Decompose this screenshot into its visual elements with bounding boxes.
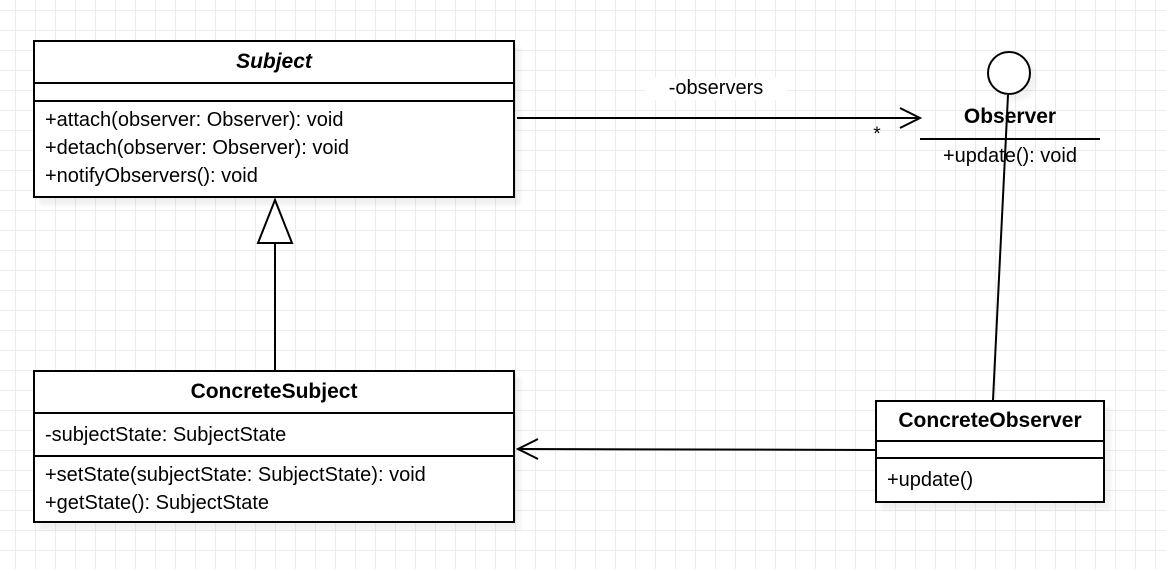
association-concrete-edge[interactable] (515, 438, 876, 460)
interface-method-update: +update(): void (943, 145, 1077, 167)
class-concrete-observer-title: ConcreteObserver (877, 402, 1103, 442)
method-update-impl: +update() (887, 469, 974, 491)
class-concrete-subject-title: ConcreteSubject (35, 372, 513, 414)
class-subject-methods: +attach(observer: Observer): void +detac… (35, 102, 513, 190)
open-arrowhead-right-icon (899, 107, 923, 129)
interface-underline (920, 138, 1100, 140)
realization-edge[interactable] (992, 94, 1009, 401)
hollow-triangle-arrowhead-icon (256, 197, 294, 244)
generalization-edge[interactable] (256, 197, 294, 370)
class-subject-title: Subject (35, 42, 513, 84)
class-concrete-subject-attributes: -subjectState: SubjectState (35, 414, 513, 457)
method-detach: +detach(observer: Observer): void (45, 137, 350, 159)
class-subject[interactable]: Subject +attach(observer: Observer): voi… (33, 40, 515, 198)
method-attach: +attach(observer: Observer): void (45, 109, 344, 131)
interface-observer-title[interactable]: Observer (963, 105, 1057, 128)
class-concrete-subject-methods: +setState(subjectState: SubjectState): v… (35, 457, 513, 517)
class-subject-attributes (35, 84, 513, 102)
method-notify-observers: +notifyObservers(): void (45, 165, 258, 187)
method-get-state: +getState(): SubjectState (45, 492, 270, 514)
interface-circle-icon[interactable] (987, 51, 1031, 95)
class-concrete-observer[interactable]: ConcreteObserver +update() (875, 400, 1105, 503)
open-arrowhead-left-icon (515, 438, 539, 460)
class-concrete-observer-methods: +update() (877, 459, 1103, 494)
class-concrete-observer-attributes (877, 442, 1103, 459)
method-set-state: +setState(subjectState: SubjectState): v… (45, 464, 426, 486)
edge-label-observers[interactable]: -observers (645, 77, 787, 100)
class-concrete-subject[interactable]: ConcreteSubject -subjectState: SubjectSt… (33, 370, 515, 523)
attribute-subject-state: -subjectState: SubjectState (45, 423, 287, 446)
edge-multiplicity-star[interactable]: * (873, 124, 881, 145)
association-observers-edge[interactable] (517, 107, 923, 129)
